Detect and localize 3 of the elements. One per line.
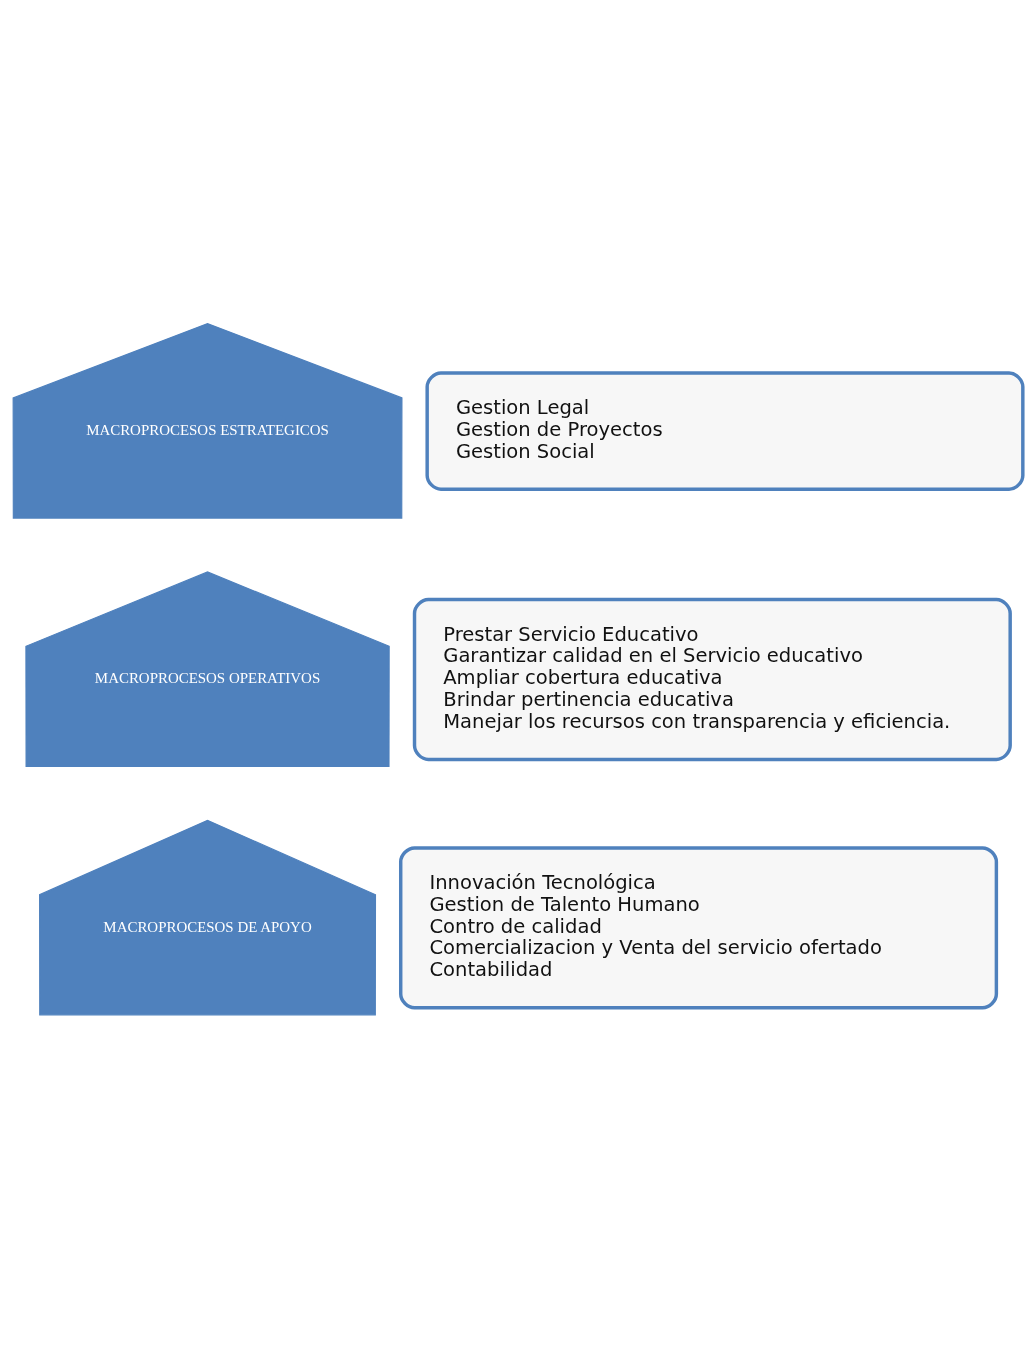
node-box: Gestion Legal Gestion de Proyectos Gestion Social — [425, 371, 1025, 491]
node-box: Innovación Tecnológica Gestion de Talento Humano Contro de calidad Comercializacion y Venta del servicio ofertado Contabilidad — [399, 846, 999, 1010]
node-box: Prestar Servicio Educativo Garantizar calidad en el Servicio educativo Ampliar cobertura educativa Brindar pertinencia educativa Manejar los recursos con transparencia y eficiencia. — [412, 597, 1012, 762]
